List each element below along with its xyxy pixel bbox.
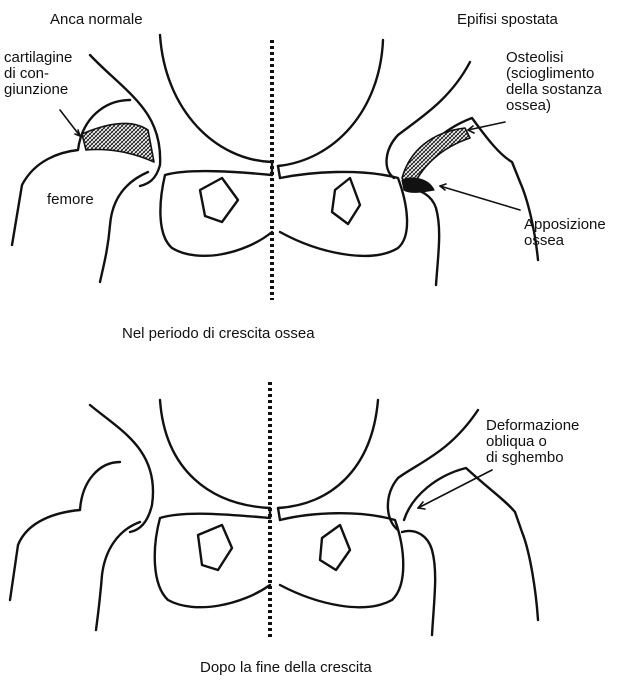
bottom-pelvis-arch-right [278, 400, 378, 508]
bottom-left-femur-outer [10, 462, 120, 600]
arrow-apposition [440, 186, 520, 210]
top-right-bone-apposition [402, 178, 434, 192]
top-foramen-right [332, 178, 360, 224]
right-title: Epifisi spostata [457, 12, 558, 28]
top-right-femur-inner [408, 190, 439, 285]
bottom-pelvis-arch-left [160, 400, 270, 508]
bottom-left-hip [10, 405, 153, 630]
bottom-foramen-left [198, 525, 232, 570]
bottom-pubis-left [155, 514, 270, 608]
bottom-right-acetabulum [388, 410, 478, 530]
bottom-caption: Dopo la fine della crescita [200, 660, 372, 676]
top-left-femur-inner [100, 172, 148, 282]
top-pelvis-arch-right [278, 40, 383, 166]
deformation-label: Deformazione obliqua o di sghembo [486, 418, 579, 466]
arrow-cartilage [60, 110, 80, 136]
top-caption: Nel periodo di crescita ossea [122, 326, 315, 342]
arrow-deformation [418, 470, 492, 508]
bottom-left-femur-inner [96, 522, 140, 630]
bottom-foramen-right [320, 525, 350, 570]
osteolysis-label: Osteolisi (scioglimento della sostanza o… [506, 50, 602, 114]
apposition-label: Apposizione ossea [524, 217, 606, 249]
top-left-growth-plate [82, 123, 154, 162]
top-left-femur-outer [12, 100, 130, 245]
femur-label: femore [47, 192, 94, 208]
top-pelvis-arch-left [160, 35, 272, 162]
top-pelvis [160, 35, 407, 256]
top-symphysis [272, 162, 280, 178]
bottom-right-femur-inner [402, 531, 435, 635]
bottom-pelvis [155, 400, 404, 607]
top-pubis-left [160, 171, 272, 256]
cartilage-label: cartilagine di con- giunzione [4, 50, 72, 98]
bottom-right-femur-outer [404, 468, 538, 620]
top-foramen-left [200, 178, 238, 222]
left-title: Anca normale [50, 12, 143, 28]
top-left-acetabulum [90, 55, 160, 186]
